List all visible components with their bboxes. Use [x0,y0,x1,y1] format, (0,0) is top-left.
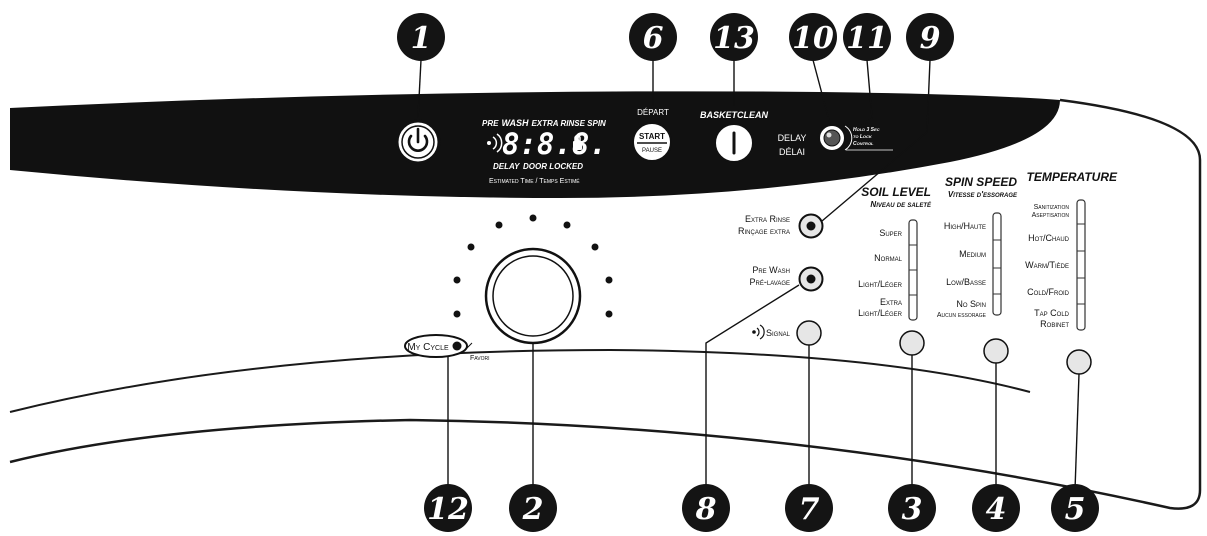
display-pre: PRE [482,119,499,128]
spin-item-aucun: Aucun essorage [937,312,987,319]
soil-level-indicator-bar [908,219,918,321]
callout-8: 8 [682,484,730,532]
soil-item-extra: Extra [880,297,902,307]
temperature-indicator-bar [1076,199,1086,331]
temp-item-hot: Hot/Chaud [1028,233,1069,243]
soil-item-normal: Normal [874,253,902,263]
lock-icon [573,134,582,150]
pause-label: PAUSE [642,148,662,154]
pre-wash-label-en: Pre Wash [752,265,790,275]
signal-option-icon [752,324,765,340]
basket-clean-label: BASKETCLEAN [700,110,769,120]
pre-wash-button[interactable] [798,266,824,292]
display-delay: DELAY [493,162,520,171]
temp-item-cold: Cold/Froid [1027,287,1070,297]
temp-item-sanitization: Sanitization [1034,204,1070,211]
callout-7: 7 [785,484,833,532]
temp-item-robinet: Robinet [1040,319,1069,329]
callout-6: 6 [629,13,677,61]
lock-to-label: to Lock [853,134,873,140]
callout-10: 10 [789,13,837,61]
callout-11: 11 [843,13,891,61]
spin-item-medium: Medium [959,249,986,259]
start-top-label: DÉPART [637,108,669,117]
pre-wash-label-fr: Pré-lavage [750,277,790,287]
temp-item-tap-cold: Tap Cold [1034,308,1070,318]
svg-text:8: 8 [695,492,717,527]
spin-speed-indicator-bar [992,212,1002,316]
svg-text:11: 11 [846,21,888,56]
display-digits: 8:8.8. [502,127,607,161]
svg-text:2: 2 [522,492,544,527]
svg-text:7: 7 [799,492,820,527]
spin-item-no-spin: No Spin [956,299,986,309]
display-wash: WASH [501,118,529,128]
delay-button[interactable] [818,124,846,152]
favori-tick [463,342,473,352]
basket-clean-button[interactable] [714,123,754,163]
cycle-selector-knob[interactable] [484,247,582,345]
extra-rinse-label-en: Extra Rinse [745,214,790,224]
extra-rinse-button[interactable] [798,213,824,239]
panel-middle-curve [9,348,1031,413]
callout-9: 9 [906,13,954,61]
svg-text:12: 12 [427,492,469,527]
start-label: START [639,132,665,141]
callout-5: 5 [1051,484,1099,532]
cycle-selector-dots [453,214,613,318]
signal-icon [487,133,503,153]
lock-hold-label: Hold 3 Sec [853,127,880,133]
temp-item-aseptisation: Aseptisation [1032,212,1070,219]
favori-label: Favori [470,355,489,362]
svg-text:5: 5 [1065,492,1086,527]
temperature-title: TEMPERATURE [1027,170,1118,184]
svg-text:10: 10 [792,21,834,56]
my-cycle-button[interactable]: My Cycle [404,334,468,358]
spin-item-high: High/Haute [944,221,986,231]
signal-label: Signal [766,328,791,338]
temp-item-warm: Warm/Tiède [1025,260,1069,270]
power-button[interactable] [395,119,441,165]
display-options-rest: EXTRA RINSE SPIN [531,119,606,128]
soil-level-title: SOIL LEVEL [861,185,931,199]
callout-13: 13 [710,13,758,61]
delay-label-fr: DÉLAI [779,147,805,157]
signal-button[interactable] [796,320,822,346]
svg-text:13: 13 [713,21,755,56]
soil-level-subtitle: Niveau de saleté [870,200,932,209]
extra-rinse-label-fr: Rinçage extra [738,226,790,236]
spin-speed-subtitle: Vitesse d'essorage [948,190,1018,199]
spin-item-low: Low/Basse [946,277,986,287]
soil-item-super: Super [879,228,902,238]
callout-12: 12 [424,484,472,532]
leader-lines [417,59,1080,493]
callout-1: 1 [397,13,445,61]
display-band [10,91,1060,198]
my-cycle-label: My Cycle [407,342,449,353]
delay-label-en: DELAY [778,133,807,143]
svg-text:1: 1 [411,21,432,56]
callout-4: 4 [972,484,1020,532]
soil-item-light: Light/Léger [858,279,903,289]
panel-outline [9,98,1202,510]
start-pause-button[interactable]: START PAUSE [632,122,672,162]
display-estimated-time: Estimated Time / Temps Estimé [489,178,580,185]
spin-speed-button[interactable] [983,338,1009,364]
svg-text:3: 3 [902,492,923,527]
soil-item-extra-light: Light/Léger [858,308,903,318]
display-door-locked: DOOR LOCKED [523,162,583,171]
svg-text:9: 9 [920,21,941,56]
spin-speed-title: SPIN SPEED [945,175,1017,189]
svg-text:6: 6 [643,21,664,56]
callout-3: 3 [888,484,936,532]
soil-level-button[interactable] [899,330,925,356]
temperature-button[interactable] [1066,349,1092,375]
svg-text:4: 4 [986,492,1007,527]
lock-control-label: Control [853,141,874,147]
delay-lock-arc [844,125,853,151]
callout-2: 2 [509,484,557,532]
power-icon [407,127,429,152]
